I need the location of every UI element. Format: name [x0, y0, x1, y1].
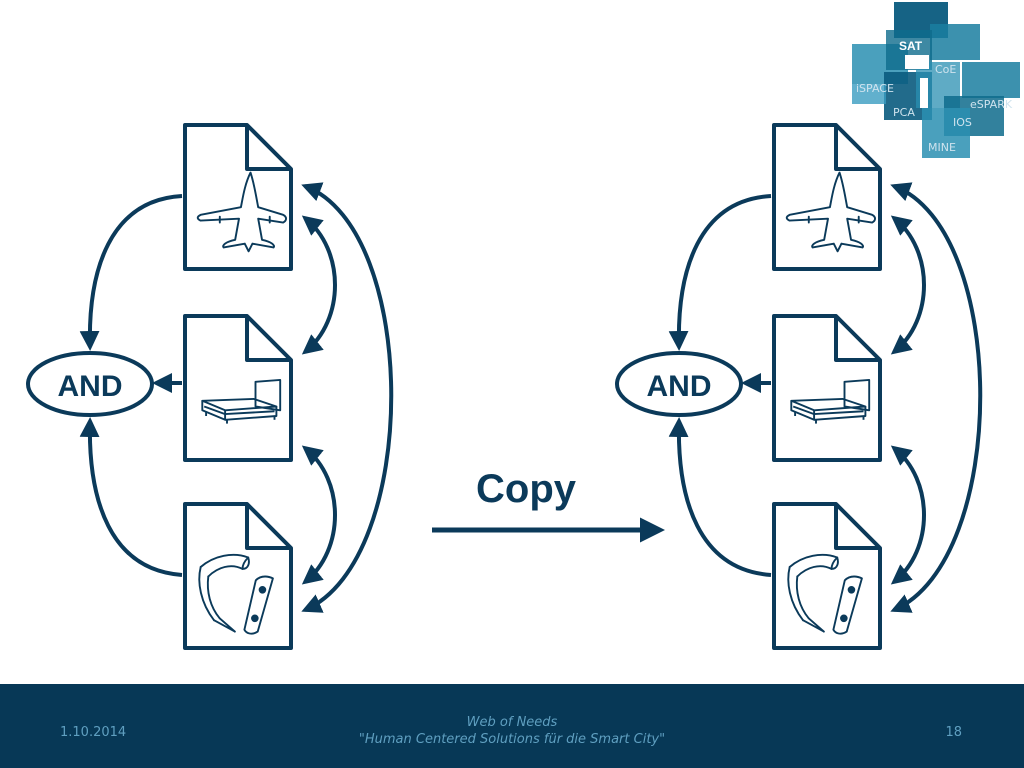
left-doc-kite	[183, 502, 293, 650]
logo-label-coe: CoE	[935, 63, 956, 76]
logo-label-ios: IOS	[953, 116, 972, 129]
footer-title-line2: "Human Centered Solutions für die Smart …	[358, 732, 666, 747]
footer-title: Web of Needs "Human Centered Solutions f…	[262, 714, 762, 748]
left-arrow-bed-kite	[301, 445, 337, 585]
left-diagram: AND	[26, 123, 394, 650]
right-arrow-plane-bed	[890, 215, 926, 355]
left-and-label: AND	[58, 370, 123, 403]
right-doc-plane	[772, 123, 882, 271]
left-and-node: AND	[26, 351, 154, 417]
left-arrow-kite-and	[79, 417, 183, 577]
logo-label-mine: MINE	[928, 141, 956, 154]
footer-title-line1: Web of Needs	[466, 715, 558, 730]
slide-footer: 1.10.2014 Web of Needs "Human Centered S…	[0, 684, 1024, 768]
copy-arrow-group: Copy	[432, 467, 665, 543]
left-doc-plane	[183, 123, 293, 271]
logo-label-ispace: iSPACE	[856, 82, 894, 95]
logo-label-pca: PCA	[893, 106, 915, 119]
right-arrow-plane-kite	[890, 182, 983, 613]
footer-date: 1.10.2014	[60, 725, 127, 740]
left-doc-bed	[183, 314, 293, 462]
left-arrow-plane-bed	[301, 215, 337, 355]
right-arrow-bed-kite	[890, 445, 926, 585]
right-and-label: AND	[647, 370, 712, 403]
right-diagram: AND	[615, 123, 983, 650]
right-arrow-plane-and	[668, 194, 772, 351]
diagram-canvas: AND Copy AND	[26, 2, 1020, 650]
left-arrow-plane-and	[79, 194, 183, 351]
footer-page-number: 18	[945, 725, 962, 740]
right-and-node: AND	[615, 351, 743, 417]
right-doc-bed	[772, 314, 882, 462]
logo-label-espark: eSPARK	[970, 98, 1013, 111]
right-doc-kite	[772, 502, 882, 650]
sat-logo: SAT CoE iSPACE eSPARK PCA IOS MINE	[852, 2, 1020, 158]
left-arrow-plane-kite	[301, 182, 394, 613]
right-arrow-kite-and	[668, 417, 772, 577]
logo-label-sat: SAT	[899, 39, 923, 53]
copy-label: Copy	[476, 467, 577, 511]
